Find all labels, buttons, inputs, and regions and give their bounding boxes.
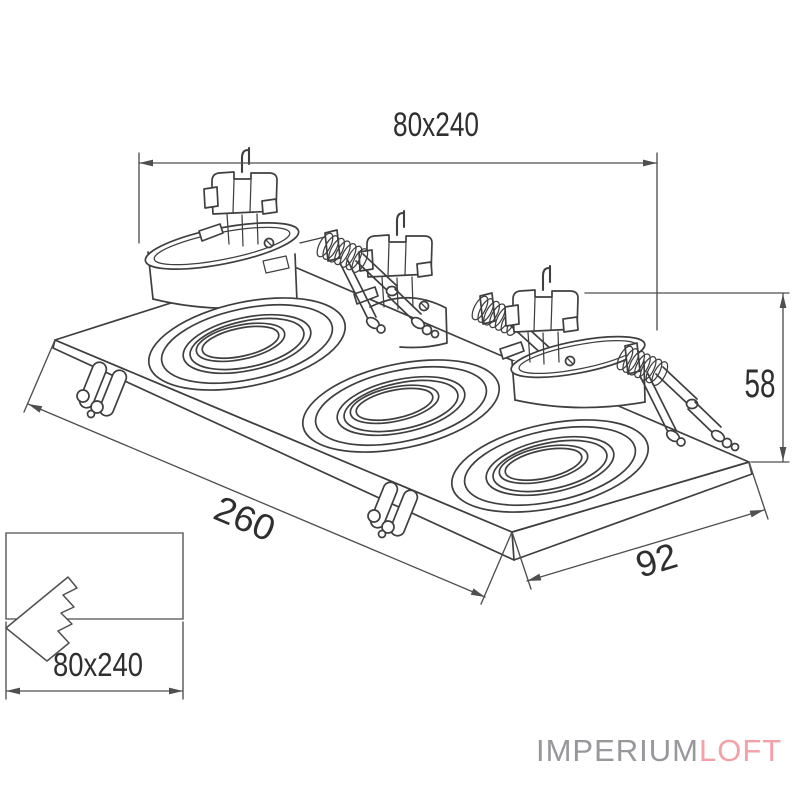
- can-partial: [369, 296, 448, 349]
- spotlight-housing-2: [352, 209, 448, 349]
- spotlight-housing-1: [144, 146, 326, 310]
- dimension-label-cutout: 80x240: [53, 646, 143, 683]
- spotlight-housing-3: [498, 264, 646, 409]
- arrowhead-icon: [749, 510, 764, 518]
- dimension-top-cutout: 80x240: [138, 106, 658, 331]
- watermark-primary-text: IMPERIUM: [536, 733, 699, 768]
- dimension-height: 58: [584, 292, 790, 463]
- plate-corner-seam: [511, 531, 515, 561]
- dimension-label-length: 260: [208, 488, 281, 550]
- cutout-legend: 80x240: [5, 532, 184, 700]
- can-rim: [510, 335, 646, 379]
- arrowhead-icon: [169, 687, 183, 695]
- cutout-break-arrow-icon: [5, 576, 78, 662]
- cutout-rectangle: [5, 532, 184, 620]
- arrowhead-icon: [470, 588, 485, 597]
- dimension-label-height: 58: [745, 362, 776, 406]
- arrowhead-icon: [779, 294, 787, 308]
- watermark-accent-text: LOFT: [699, 733, 783, 768]
- arrowhead-icon: [6, 687, 20, 695]
- plate-cutout-tab: [262, 255, 290, 274]
- arrowhead-icon: [643, 159, 657, 167]
- watermark-logo: IMPERIUMLOFT: [536, 733, 781, 769]
- arrowhead-icon: [527, 573, 542, 581]
- dimension-label-depth: 92: [631, 535, 682, 586]
- arrowhead-icon: [139, 159, 153, 167]
- rim-flange: [299, 236, 326, 244]
- arrowhead-icon: [779, 447, 787, 461]
- arrowhead-icon: [28, 404, 43, 413]
- can-base-arc: [514, 399, 646, 409]
- dimension-label-top: 80x240: [393, 106, 479, 144]
